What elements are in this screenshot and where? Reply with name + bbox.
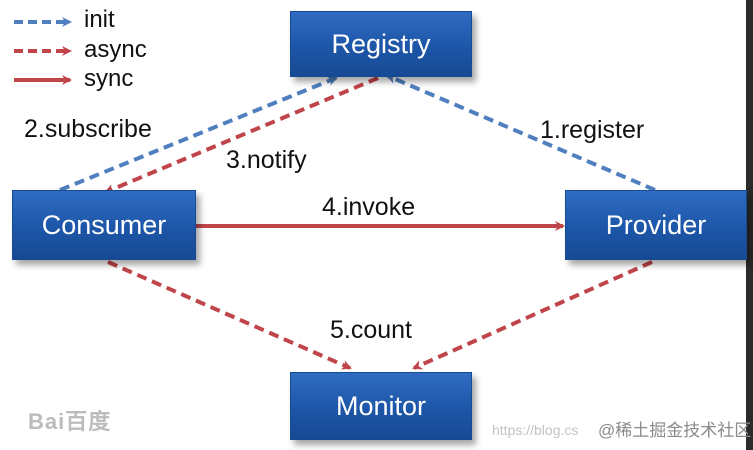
edge-subscribe (59, 76, 338, 192)
baidu-watermark: Bai百度 (28, 409, 112, 434)
edge-label-count: 5.count (330, 316, 413, 344)
url-watermark: https://blog.cs (492, 422, 579, 438)
edge-label-invoke: 4.invoke (322, 193, 416, 221)
provider-label: Provider (605, 209, 707, 240)
site-watermark: @稀土掘金技术社区 (598, 421, 752, 440)
legend-init-label: init (84, 6, 115, 33)
right-border (746, 0, 753, 450)
edge-count-provider (412, 260, 653, 370)
monitor-label: Monitor (335, 390, 427, 421)
legend-sync-label: sync (84, 65, 134, 92)
registry-node: Registry (290, 11, 472, 77)
edge-label-register: 1.register (540, 116, 645, 144)
consumer-label: Consumer (41, 209, 167, 240)
edge-register (386, 74, 656, 192)
edge-notify (104, 76, 379, 194)
monitor-node: Monitor (290, 372, 472, 440)
provider-node: Provider (565, 190, 747, 260)
legend-async-label: async (84, 36, 147, 63)
edge-label-notify: 3.notify (226, 146, 307, 174)
edge-count-consumer (107, 260, 352, 370)
registry-label: Registry (331, 28, 431, 59)
consumer-node: Consumer (12, 190, 196, 260)
edge-label-subscribe: 2.subscribe (24, 115, 152, 143)
